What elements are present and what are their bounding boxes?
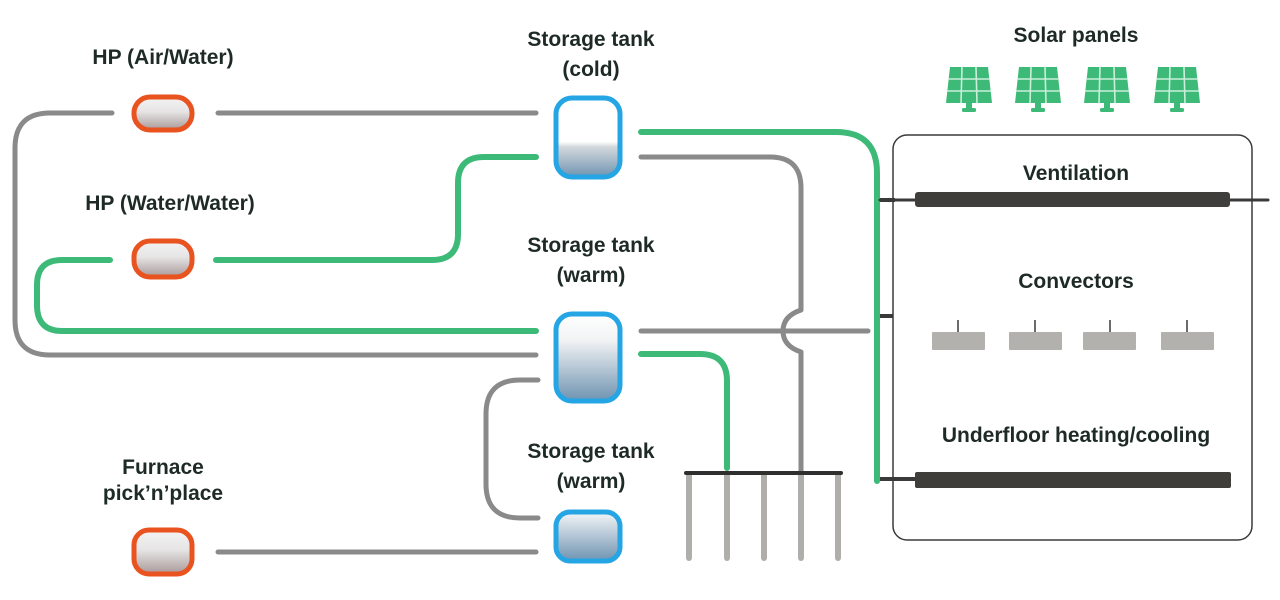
tank-warm-1[interactable] <box>553 311 623 404</box>
green-pipes <box>34 129 880 484</box>
label-tank-warm2-line1: Storage tank <box>527 440 655 463</box>
underfloor-heating-unit <box>915 472 1231 488</box>
solar-panel-icon <box>1015 66 1061 112</box>
pipe-cold-tank-to-building <box>638 129 880 484</box>
pipe-cold-tank-to-probes <box>638 154 804 475</box>
convector <box>1161 320 1214 350</box>
label-tank-warm1-line1: Storage tank <box>527 234 655 257</box>
furnace-unit[interactable] <box>131 527 195 577</box>
ventilation-unit <box>915 192 1230 207</box>
convector <box>932 320 985 350</box>
label-convectors: Convectors <box>1018 270 1134 293</box>
tank-cold[interactable] <box>553 95 623 180</box>
hp-air-water-unit[interactable] <box>131 94 195 133</box>
solar-panel-icon <box>1084 66 1130 112</box>
building-outline <box>892 134 1253 541</box>
hp-water-water-unit[interactable] <box>131 238 195 280</box>
pipe-warm-tank-to-probes <box>638 351 730 471</box>
grey-pipes <box>12 110 871 555</box>
tank-warm-2[interactable] <box>553 509 623 564</box>
label-furnace-line2: pick’n’place <box>103 482 223 505</box>
label-ventilation: Ventilation <box>1023 162 1129 185</box>
pipe-hp-water-return <box>34 257 539 334</box>
convector <box>1009 320 1062 350</box>
convectors <box>932 320 1214 350</box>
label-hp-water-water: HP (Water/Water) <box>85 192 255 215</box>
label-tank-warm2-line2: (warm) <box>557 470 626 493</box>
label-furnace-line1: Furnace <box>122 456 204 479</box>
solar-panels <box>946 66 1200 112</box>
label-underfloor: Underfloor heating/cooling <box>942 424 1210 447</box>
label-hp-air-water: HP (Air/Water) <box>92 46 233 69</box>
label-tank-warm1-line2: (warm) <box>557 264 626 287</box>
pipe-warm-tank-link <box>483 377 541 521</box>
label-tank-cold-line2: (cold) <box>562 58 619 81</box>
ground-probe-field <box>684 471 843 561</box>
pipe-hp-air-return <box>12 110 539 358</box>
convector <box>1083 320 1136 350</box>
label-solar-panels: Solar panels <box>1014 24 1139 47</box>
pipe-hp-water-to-cold-tank <box>213 154 539 263</box>
solar-panel-icon <box>1154 66 1200 112</box>
label-tank-cold-line1: Storage tank <box>527 28 655 51</box>
solar-panel-icon <box>946 66 992 112</box>
